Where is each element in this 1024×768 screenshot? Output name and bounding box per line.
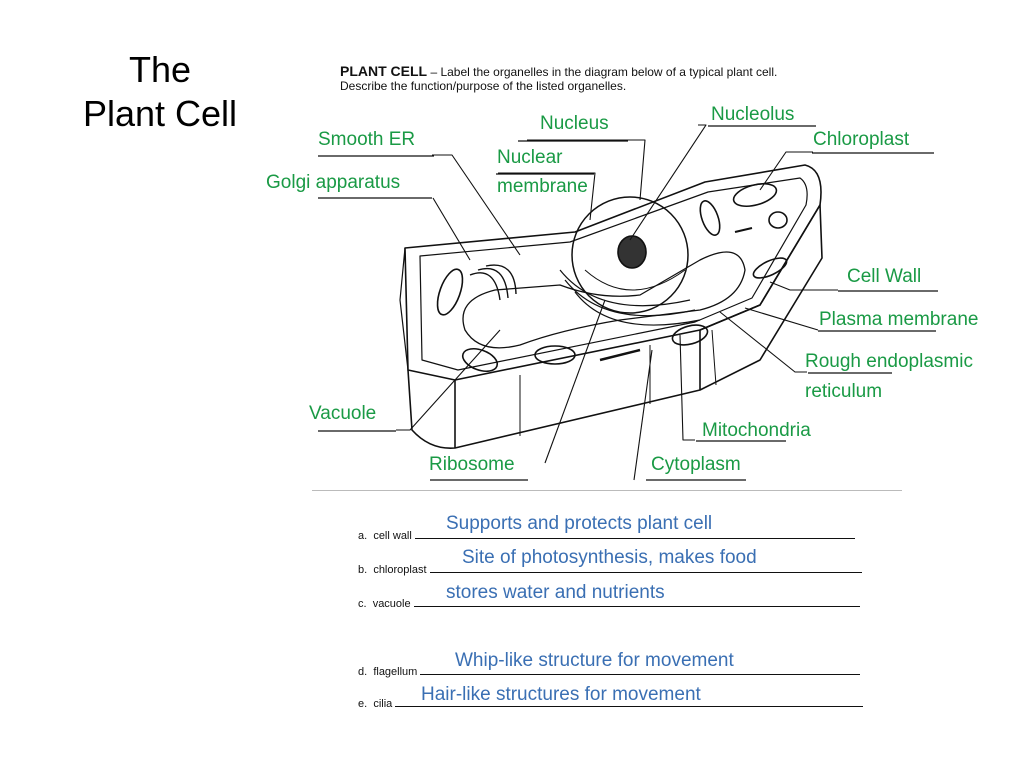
label-nucleus: Nucleus bbox=[540, 113, 609, 134]
slide-title-line-2: Plant Cell bbox=[82, 93, 238, 134]
cell-wall-outline bbox=[404, 164, 822, 381]
label-cell-wall: Cell Wall bbox=[847, 266, 922, 287]
answer-blank[interactable] bbox=[395, 706, 864, 707]
answer-cilia: Hair-like structures for movement bbox=[421, 684, 701, 705]
mitochondrion-right bbox=[671, 324, 709, 346]
question-term: vacuole bbox=[372, 598, 411, 610]
cell-left-face bbox=[399, 247, 409, 371]
golgi-shape bbox=[469, 264, 517, 301]
nucleus-shape bbox=[571, 196, 689, 314]
label-rough-er-line-1: Rough endoplasmic bbox=[805, 351, 973, 372]
question-row-d: d. flagellum bbox=[358, 666, 861, 678]
question-term: cell wall bbox=[373, 530, 412, 542]
label-golgi-apparatus: Golgi apparatus bbox=[266, 172, 401, 193]
question-term: flagellum bbox=[373, 666, 418, 678]
plasma-membrane-outline bbox=[419, 177, 808, 371]
worksheet-heading: PLANT CELL bbox=[340, 63, 428, 79]
slide-title: The Plant Cell bbox=[60, 48, 260, 136]
worksheet-header: PLANT CELL – Label the organelles in the… bbox=[340, 64, 777, 93]
answer-chloroplast: Site of photosynthesis, makes food bbox=[462, 547, 757, 568]
question-row-e: e. cilia bbox=[358, 698, 864, 710]
central-vacuole bbox=[462, 251, 746, 349]
cell-front-face bbox=[407, 330, 701, 449]
label-rough-er-line-2: reticulum bbox=[805, 381, 883, 402]
mitochondrion-top-right bbox=[699, 200, 721, 236]
label-vacuole: Vacuole bbox=[309, 403, 377, 424]
answer-blank[interactable] bbox=[429, 572, 862, 573]
question-letter: d. bbox=[358, 666, 368, 678]
answer-blank[interactable] bbox=[414, 538, 855, 539]
question-row-b: b. chloroplast bbox=[358, 564, 862, 576]
question-row-c: c. vacuole bbox=[358, 598, 860, 610]
label-nuclear-membrane-line-2: membrane bbox=[497, 176, 588, 197]
mitochondrion-bottom bbox=[534, 345, 576, 365]
nucleolus-shape bbox=[617, 235, 647, 269]
question-letter: b. bbox=[358, 564, 368, 576]
label-chloroplast: Chloroplast bbox=[813, 129, 910, 150]
label-plasma-membrane: Plasma membrane bbox=[819, 309, 979, 330]
question-term: cilia bbox=[373, 698, 393, 710]
label-ribosome: Ribosome bbox=[429, 454, 515, 475]
question-letter: c. bbox=[358, 598, 367, 610]
mitochondrion-bottom-left bbox=[461, 347, 499, 373]
mitochondrion-left bbox=[436, 268, 464, 316]
slide-title-line-1: The bbox=[128, 49, 192, 90]
chloroplast-top bbox=[732, 182, 778, 208]
chloroplast-right bbox=[768, 211, 788, 229]
worksheet-instruction-2: Describe the function/purpose of the lis… bbox=[340, 79, 627, 93]
label-mitochondria: Mitochondria bbox=[702, 420, 811, 441]
answer-vacuole: stores water and nutrients bbox=[446, 582, 665, 603]
separator-line bbox=[312, 490, 902, 491]
answer-flagellum: Whip-like structure for movement bbox=[455, 650, 734, 671]
label-nuclear-membrane-line-1: Nuclear bbox=[497, 147, 563, 168]
label-nucleolus: Nucleolus bbox=[711, 104, 795, 125]
worksheet-instruction-1: – Label the organelles in the diagram be… bbox=[427, 65, 778, 79]
question-row-a: a. cell wall bbox=[358, 530, 855, 542]
question-letter: a. bbox=[358, 530, 368, 542]
question-letter: e. bbox=[358, 698, 368, 710]
label-smooth-er: Smooth ER bbox=[318, 129, 416, 150]
answer-blank[interactable] bbox=[420, 674, 861, 675]
label-cytoplasm: Cytoplasm bbox=[651, 454, 741, 475]
answer-cell-wall: Supports and protects plant cell bbox=[446, 513, 713, 534]
chloroplast-mid bbox=[752, 257, 788, 279]
question-term: chloroplast bbox=[373, 564, 427, 576]
answer-blank[interactable] bbox=[413, 606, 860, 607]
